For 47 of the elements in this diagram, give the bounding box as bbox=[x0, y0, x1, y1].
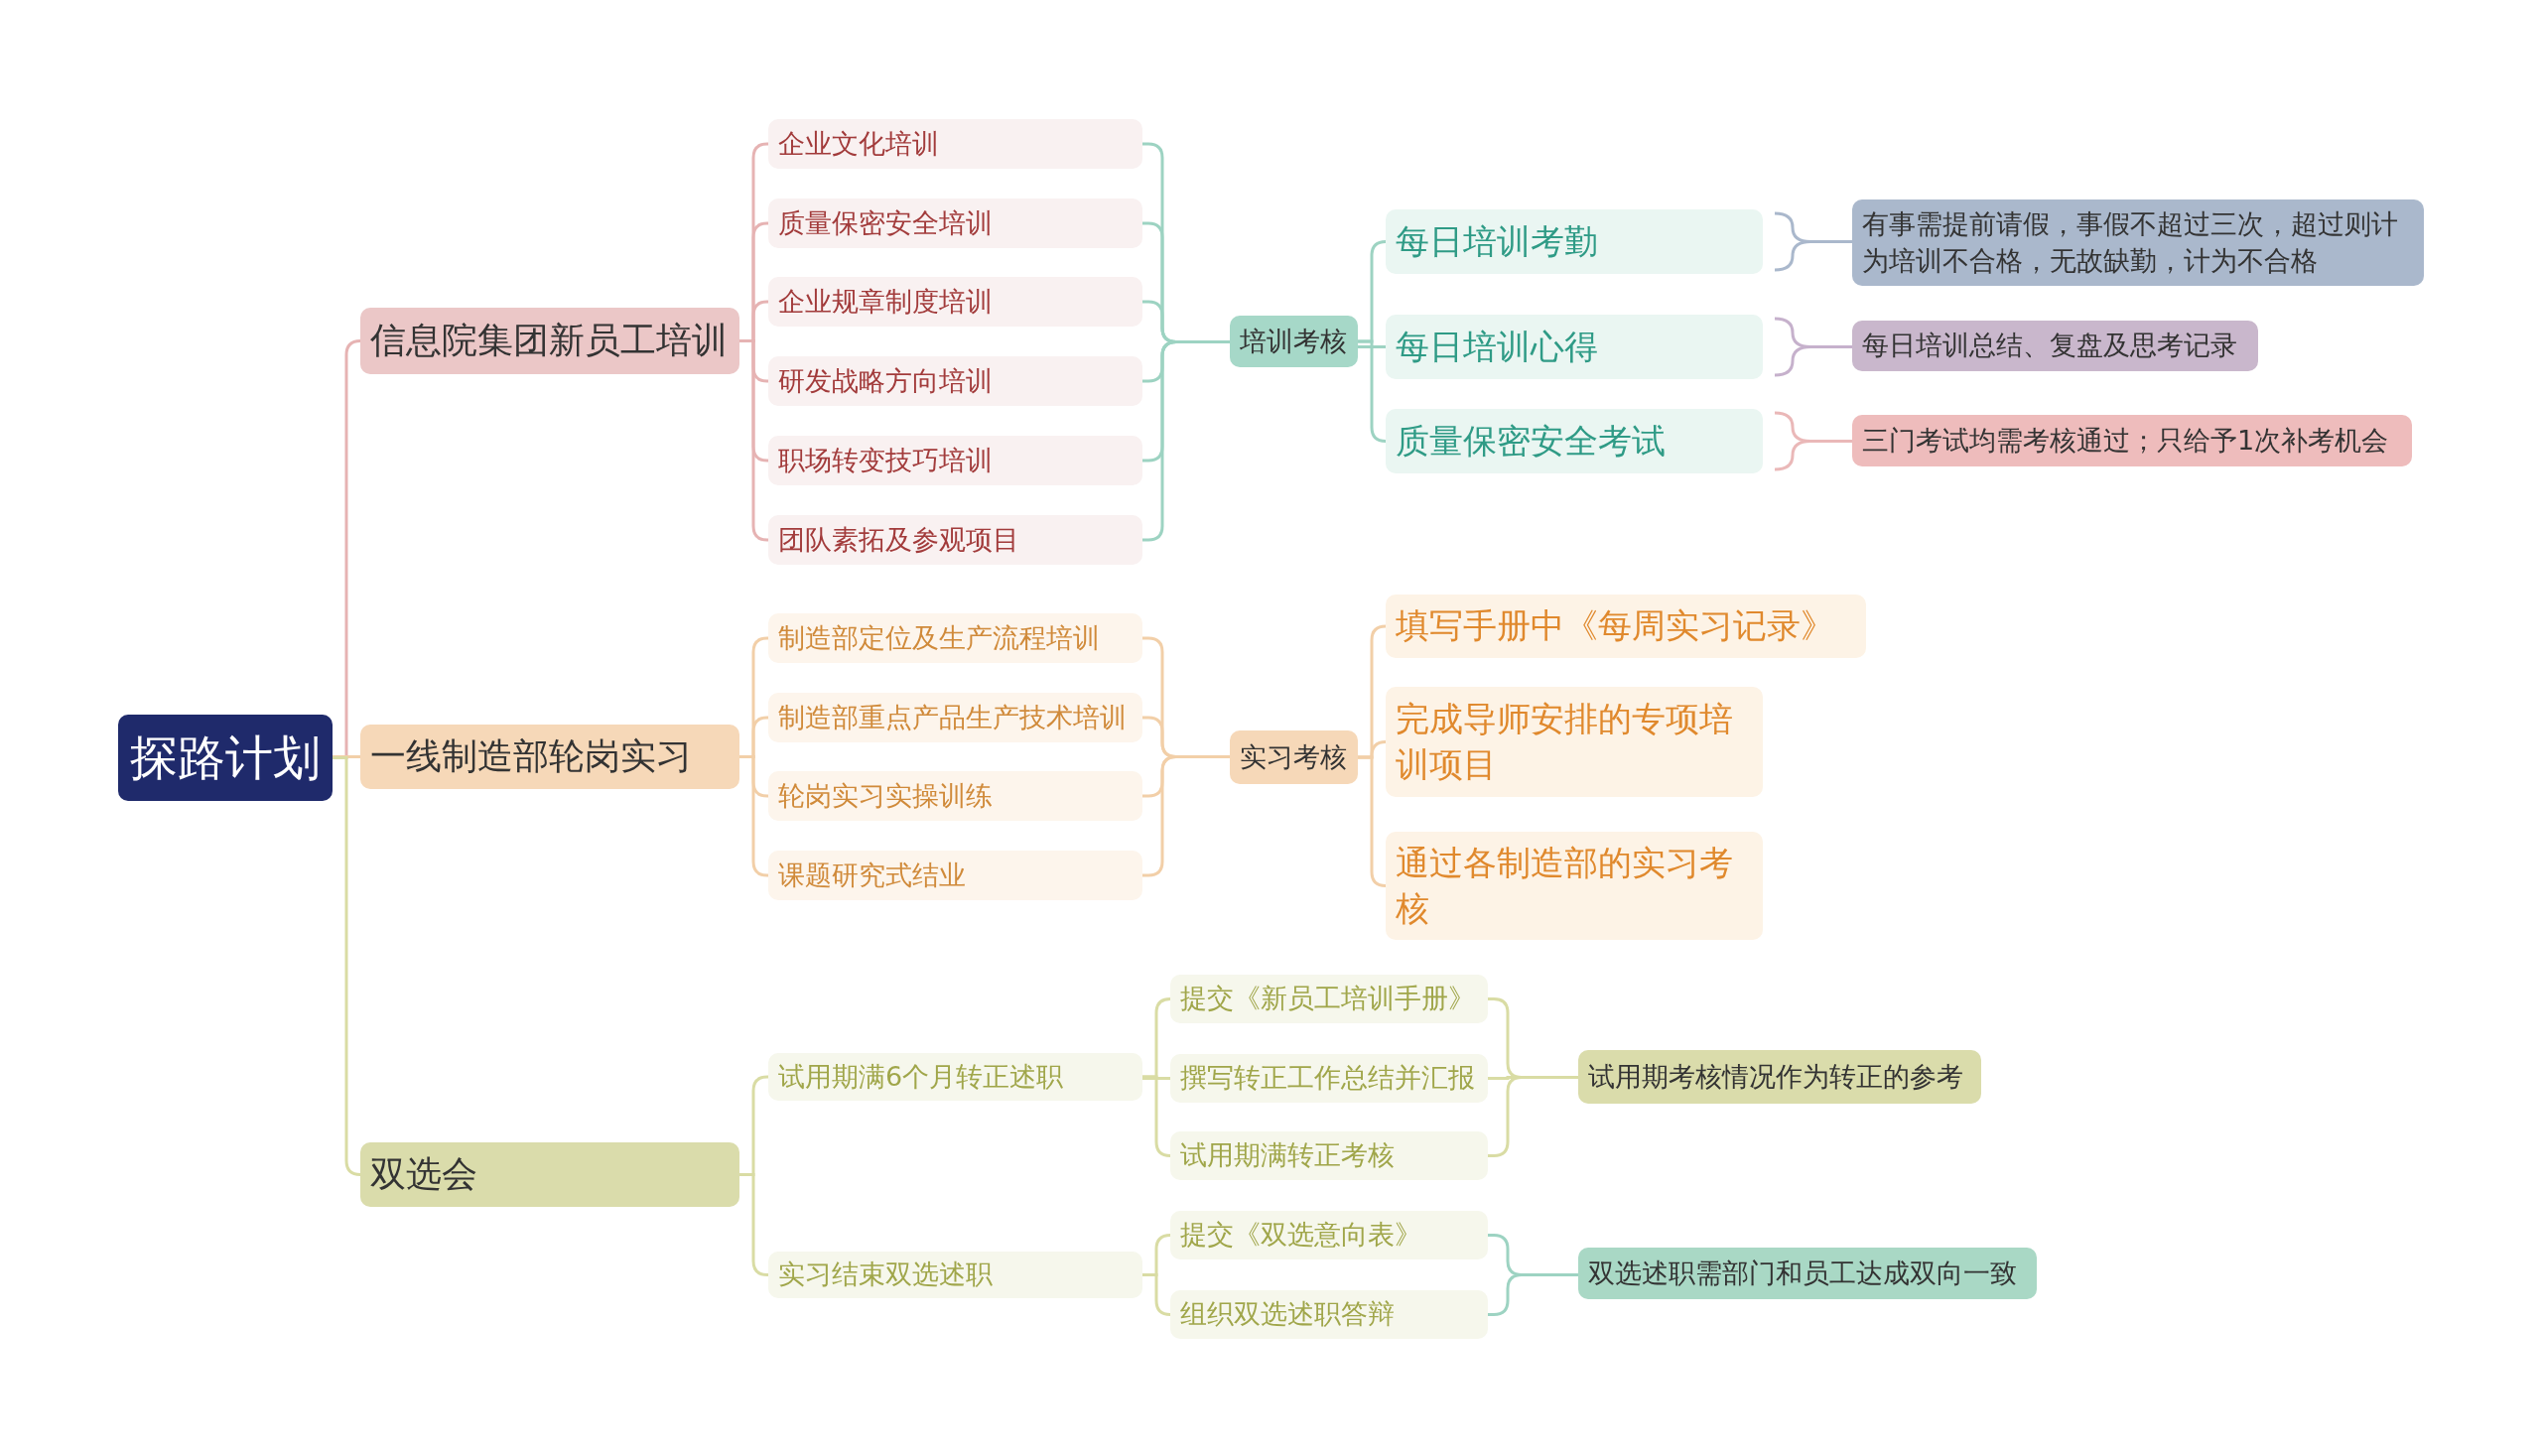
branch-box: 双选会 bbox=[360, 1142, 739, 1207]
note-box: 每日培训总结、复盘及思考记录 bbox=[1852, 321, 2258, 371]
summary-box: 双选述职需部门和员工达成双向一致 bbox=[1578, 1248, 2037, 1299]
connector-line bbox=[333, 756, 362, 1176]
brace-connector bbox=[1773, 411, 1854, 471]
subtopic-box: 制造部定位及生产流程培训 bbox=[768, 613, 1142, 663]
subtopic-box: 提交《新员工培训手册》 bbox=[1170, 975, 1488, 1023]
subtopic-box: 研发战略方向培训 bbox=[768, 356, 1142, 406]
connector-line bbox=[333, 755, 360, 758]
subtopic-box: 试用期满转正考核 bbox=[1170, 1131, 1488, 1180]
subtopic-box: 团队素拓及参观项目 bbox=[768, 515, 1142, 565]
brace-connector bbox=[1773, 211, 1854, 272]
subtopic-box: 填写手册中《每周实习记录》 bbox=[1386, 595, 1866, 658]
summary-box: 实习考核 bbox=[1230, 730, 1358, 784]
connector-line bbox=[1142, 1075, 1172, 1157]
connector-line bbox=[1358, 339, 1388, 443]
bracket-connector bbox=[1142, 755, 1230, 877]
connector-line bbox=[1358, 345, 1386, 348]
subtopic-box: 企业规章制度培训 bbox=[768, 277, 1142, 327]
summary-box: 试用期考核情况作为转正的参考 bbox=[1578, 1050, 1981, 1104]
subtopic-box: 通过各制造部的实习考核 bbox=[1386, 832, 1763, 940]
subtopic-box: 轮岗实习实操训练 bbox=[768, 771, 1142, 821]
note-box: 有事需提前请假，事假不超过三次，超过则计为培训不合格，无故缺勤，计为不合格 bbox=[1852, 199, 2424, 286]
subtopic-box: 提交《双选意向表》 bbox=[1170, 1211, 1488, 1259]
subtopic-box: 试用期满6个月转正述职 bbox=[768, 1053, 1142, 1101]
bracket-connector bbox=[1488, 1273, 1578, 1316]
subtopic-box: 质量保密安全培训 bbox=[768, 199, 1142, 248]
note-box: 三门考试均需考核通过；只给予1次补考机会 bbox=[1852, 415, 2412, 466]
subtopic-box: 组织双选述职答辩 bbox=[1170, 1290, 1488, 1339]
connector-line bbox=[1142, 1077, 1170, 1080]
brace-connector bbox=[1773, 317, 1854, 377]
subtopic-box: 实习结束双选述职 bbox=[768, 1252, 1142, 1298]
branch-box: 一线制造部轮岗实习 bbox=[360, 725, 739, 789]
subtopic-box: 每日培训考勤 bbox=[1386, 209, 1763, 274]
subtopic-box: 撰写转正工作总结并汇报 bbox=[1170, 1054, 1488, 1103]
subtopic-box: 质量保密安全考试 bbox=[1386, 409, 1763, 473]
connector-line bbox=[1358, 755, 1388, 887]
subtopic-box: 课题研究式结业 bbox=[768, 851, 1142, 900]
subtopic-box: 企业文化培训 bbox=[768, 119, 1142, 169]
subtopic-box: 职场转变技巧培训 bbox=[768, 436, 1142, 485]
summary-box: 培训考核 bbox=[1230, 316, 1358, 367]
central-topic-box: 探路计划 bbox=[118, 715, 333, 801]
subtopic-box: 制造部重点产品生产技术培训 bbox=[768, 693, 1142, 742]
bracket-connector bbox=[1488, 1076, 1578, 1157]
branch-box: 信息院集团新员工培训 bbox=[360, 308, 739, 374]
subtopic-box: 完成导师安排的专项培训项目 bbox=[1386, 687, 1763, 797]
subtopic-box: 每日培训心得 bbox=[1386, 315, 1763, 379]
